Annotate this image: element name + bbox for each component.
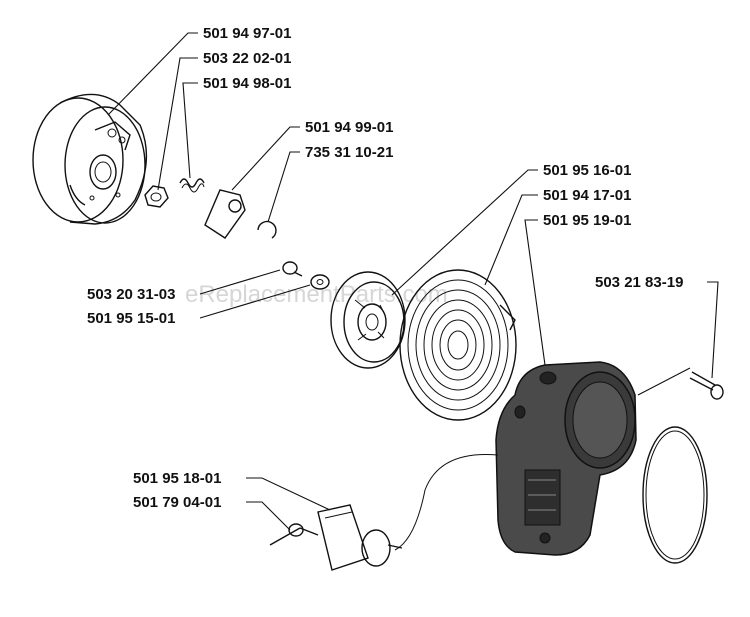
small-spring-part — [179, 178, 205, 193]
part-label-503-21-83-19: 503 21 83-19 — [595, 274, 683, 291]
part-label-501-95-18-01: 501 95 18-01 — [133, 470, 221, 487]
watermark-text: eReplacementParts.com — [185, 281, 448, 308]
screw-part — [282, 261, 303, 277]
starter-rope — [394, 453, 499, 551]
starter-housing-part — [495, 361, 637, 556]
housing-bolt-part — [689, 371, 724, 400]
gasket-ring-part — [642, 426, 708, 564]
part-label-735-31-10-21: 735 31 10-21 — [305, 144, 393, 161]
recoil-spring-part — [399, 269, 517, 421]
leader-lines — [107, 32, 719, 531]
washer-part — [310, 274, 330, 290]
part-label-501-94-97-01: 501 94 97-01 — [203, 25, 291, 42]
part-label-501-95-19-01: 501 95 19-01 — [543, 212, 631, 229]
pawl-part — [204, 189, 246, 239]
starter-handle-part — [269, 504, 403, 571]
part-label-501-94-98-01: 501 94 98-01 — [203, 75, 291, 92]
part-label-503-22-02-01: 503 22 02-01 — [203, 50, 291, 67]
flywheel-drum-part — [32, 93, 148, 225]
part-label-501-94-17-01: 501 94 17-01 — [543, 187, 631, 204]
part-label-501-94-99-01: 501 94 99-01 — [305, 119, 393, 136]
rope-pulley-part — [330, 271, 406, 369]
part-label-501-79-04-01: 501 79 04-01 — [133, 494, 221, 511]
part-label-503-20-31-03: 503 20 31-03 — [87, 286, 175, 303]
part-label-501-95-15-01: 501 95 15-01 — [87, 310, 175, 327]
part-label-501-95-16-01: 501 95 16-01 — [543, 162, 631, 179]
circlip-part — [257, 220, 277, 239]
hex-nut-part — [144, 185, 169, 208]
